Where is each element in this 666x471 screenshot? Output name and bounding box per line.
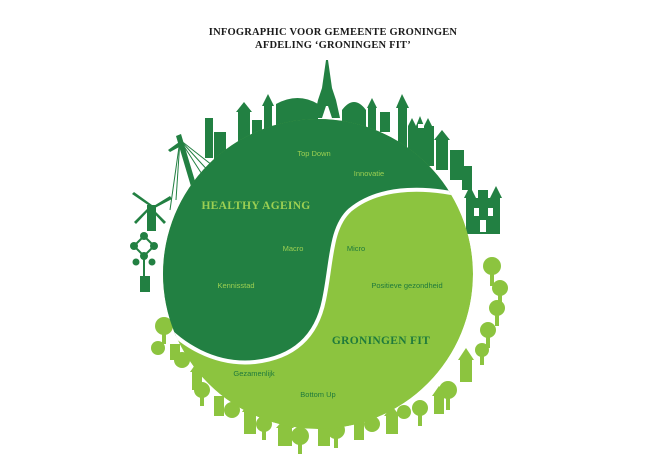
trees-houses-silhouette: [151, 257, 508, 454]
label-innovatie: Innovatie: [354, 169, 384, 178]
label-positieve-gezondheid: Positieve gezondheid: [371, 281, 442, 290]
label-top-down: Top Down: [297, 149, 330, 158]
groningen-fit-title: GRONINGEN FIT: [332, 335, 430, 347]
label-bottom-up: Bottom Up: [300, 390, 335, 399]
label-gezamenlijk: Gezamenlijk: [233, 369, 275, 378]
healthy-ageing-title: HEALTHY AGEING: [201, 200, 310, 212]
dark-green-half: [163, 119, 473, 363]
label-macro: Macro: [283, 244, 304, 253]
divider-curve: [163, 187, 473, 365]
title-line-1: INFOGRAPHIC VOOR GEMEENTE GRONINGEN: [208, 27, 458, 38]
label-micro: Micro: [347, 244, 365, 253]
label-kennisstad: Kennisstad: [217, 281, 254, 290]
title-line-2: AFDELING ‘GRONINGEN FIT’: [255, 40, 411, 51]
